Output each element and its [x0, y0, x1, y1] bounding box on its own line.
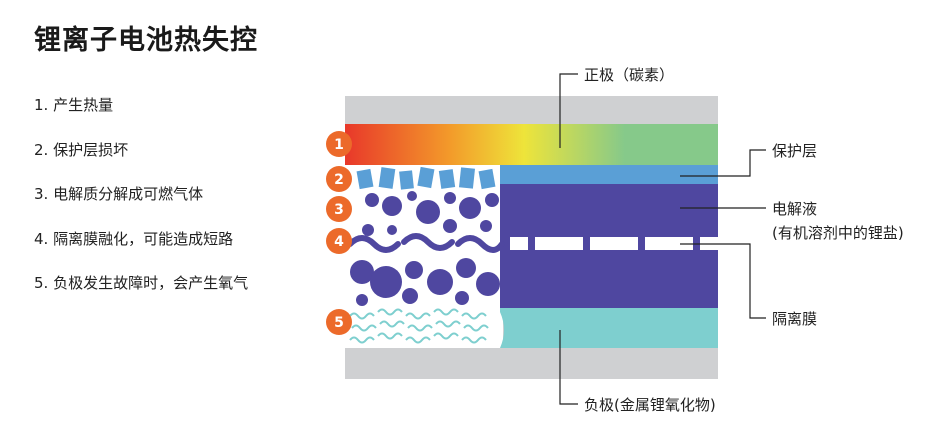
page-title: 锂离子电池热失控 [34, 25, 258, 56]
step-item-1: 1. 产生热量 [34, 96, 114, 114]
label-electrolyte: 电解液 [772, 200, 818, 218]
svg-text:2: 2 [334, 172, 344, 188]
step-item-2: 2. 保护层损坏 [34, 140, 129, 159]
label-protective-layer: 保护层 [772, 142, 818, 160]
marker-1: 1 [326, 131, 352, 157]
svg-text:1: 1 [334, 137, 344, 153]
label-separator: 隔离膜 [772, 310, 818, 328]
anode-layer [500, 308, 718, 348]
melted-separator [347, 233, 505, 253]
marker-3: 3 [326, 196, 352, 222]
label-anode: 负极(金属锂氧化物) [584, 396, 716, 414]
cathode-layer [345, 124, 718, 165]
label-electrolyte-detail: (有机溶剂中的锂盐) [772, 224, 904, 242]
marker-5: 5 [326, 309, 352, 335]
svg-text:4: 4 [334, 234, 344, 250]
teal-squiggles [349, 308, 489, 344]
label-cathode: 正极（碳素） [584, 66, 675, 84]
step-item-4: 4. 隔离膜融化，可能造成短路 [34, 229, 234, 248]
marker-4: 4 [326, 228, 352, 254]
svg-text:3: 3 [334, 202, 344, 218]
step-item-5: 5. 负极发生故障时，会产生氧气 [34, 274, 249, 292]
marker-2: 2 [326, 166, 352, 192]
purple-bubbles [350, 191, 500, 306]
leader-lines [559, 73, 766, 405]
protective-layer [500, 165, 718, 184]
damaged-zone [345, 165, 503, 348]
svg-text:5: 5 [334, 315, 344, 331]
step-list: 1. 产生热量 2. 保护层损坏 3. 电解质分解成可燃气体 4. 隔离膜融化，… [34, 94, 248, 317]
step-item-3: 3. 电解质分解成可燃气体 [34, 185, 204, 203]
blue-flakes [356, 166, 496, 190]
